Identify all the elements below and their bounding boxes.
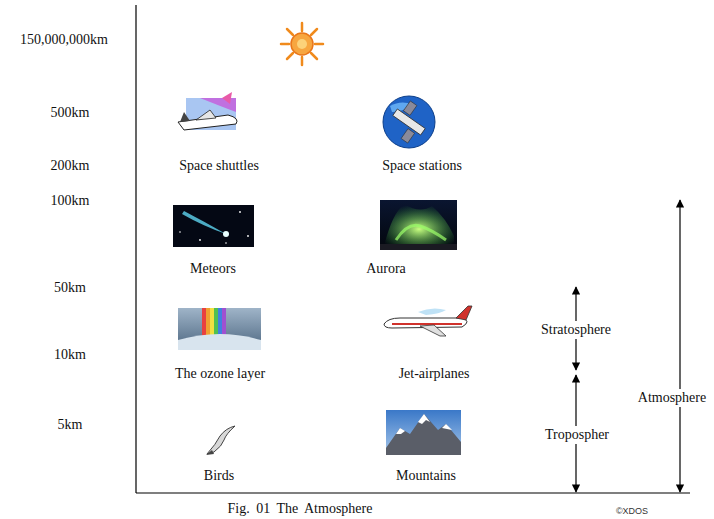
altitude-label: 10km [54, 347, 86, 363]
snow-cap [396, 428, 405, 434]
sun-disc [291, 33, 313, 55]
night-sky [173, 205, 254, 247]
mountain-range [386, 414, 461, 455]
sun-ray [301, 23, 304, 31]
star [179, 231, 181, 233]
layer-brackets [576, 200, 680, 492]
item-label: Birds [204, 468, 234, 484]
atmosphere-bracket [679, 200, 680, 492]
layer-label: Atmosphere [635, 389, 709, 407]
space-station-icon [383, 96, 435, 148]
ozone-backdrop [178, 308, 261, 350]
snow-cap [442, 424, 452, 430]
item-label: Mountains [396, 468, 456, 484]
aurora-glow [384, 204, 454, 246]
sun-icon [281, 23, 323, 65]
axes [136, 5, 690, 493]
station-panel [401, 129, 414, 143]
item-label: Space stations [382, 158, 462, 174]
sun-ray [315, 43, 323, 46]
altitude-label: 100km [51, 193, 90, 209]
bird-tail [206, 450, 214, 455]
snow-cap [418, 414, 430, 424]
layer-label: Tropospher [542, 426, 612, 444]
shuttle-wing [196, 110, 216, 120]
earth-curve [178, 334, 261, 350]
aurora-icon [380, 200, 457, 250]
cloud [418, 308, 446, 315]
aurora-ground [380, 244, 457, 250]
ground-axis [136, 492, 690, 493]
tail-fin [456, 306, 472, 320]
mountain-sky [386, 410, 461, 455]
item-label: Meteors [190, 261, 236, 277]
wing [420, 325, 446, 336]
sun-ray [281, 43, 289, 46]
station-structure [385, 98, 433, 147]
meteor-head [223, 231, 229, 237]
star [239, 211, 241, 213]
space-shuttle-icon [178, 92, 237, 130]
star [247, 235, 249, 237]
altitude-label: 50km [54, 280, 86, 296]
aurora-sky [380, 200, 457, 250]
item-label: Aurora [366, 261, 406, 277]
sun-ray [311, 53, 317, 59]
star [225, 242, 227, 244]
sun-ray [301, 57, 304, 65]
station-panel [403, 101, 416, 115]
station-globe [383, 96, 435, 148]
bird-wing [207, 426, 235, 454]
figure-caption: Fig. 01 The Atmosphere [228, 501, 373, 517]
sun-ray [287, 29, 293, 35]
layer-label: Stratosphere [538, 321, 614, 339]
shuttle-backdrop-shape [222, 92, 232, 104]
sun-core [297, 39, 307, 49]
bird-icon [206, 426, 235, 455]
meteor-tail [182, 211, 226, 234]
item-label: Jet-airplanes [399, 366, 470, 382]
ozone-layer-icon [178, 308, 261, 350]
sun-rays [281, 23, 323, 65]
mountains-icon [386, 410, 461, 455]
sun-ray [311, 29, 317, 35]
sun-ray [287, 53, 293, 59]
altitude-label: 5km [58, 417, 83, 433]
aurora-band [396, 225, 446, 240]
star [199, 239, 201, 241]
shuttle-tail [180, 112, 190, 122]
altitude-label: 500km [51, 105, 90, 121]
jet-airplane-icon [384, 306, 472, 336]
fuselage-stripe [392, 323, 462, 325]
copyright-watermark: ©XDOS [616, 506, 648, 517]
item-label: The ozone layer [175, 366, 265, 382]
meteor-icon [173, 205, 254, 247]
item-label: Space shuttles [179, 158, 259, 174]
altitude-axis [135, 5, 136, 493]
altitude-label: 150,000,000km [20, 32, 108, 48]
altitude-label: 200km [51, 158, 90, 174]
